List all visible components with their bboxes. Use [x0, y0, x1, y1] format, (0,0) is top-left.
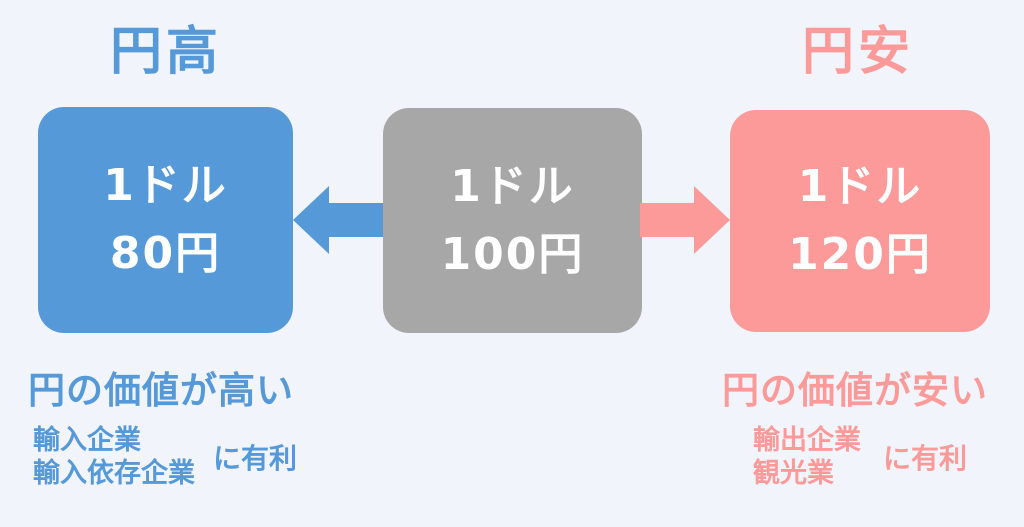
arrow-left-icon [293, 186, 383, 254]
yen-low-rate-line2: 120円 [788, 229, 932, 280]
yen-low-beneficiary-2: 観光業 [753, 458, 834, 489]
yen-high-title: 円高 [109, 22, 222, 82]
yen-high-rate-line1: 1ドル [103, 160, 228, 211]
yen-low-beneficiary-1: 輸出企業 [753, 425, 861, 456]
yen-low-beneficiaries: 輸出企業 観光業 に有利 [753, 424, 967, 490]
yen-low-beneficiary-list: 輸出企業 観光業 [753, 424, 861, 490]
yen-low-beneficiary-suffix: に有利 [883, 442, 968, 475]
yen-high-caption: 円の価値が高い [28, 369, 294, 412]
base-rate-box: 1ドル 100円 [383, 108, 642, 333]
yen-high-beneficiary-1: 輸入企業 [33, 425, 141, 456]
yen-high-beneficiary-suffix: に有利 [213, 442, 298, 475]
yen-high-rate-line2: 80円 [109, 228, 222, 279]
yen-high-beneficiaries: 輸入企業 輸入依存企業 に有利 [33, 424, 297, 490]
yen-high-rate-box: 1ドル 80円 [38, 107, 293, 333]
yen-low-rate-line1: 1ドル [797, 161, 923, 212]
yen-low-title: 円安 [801, 22, 914, 82]
base-rate-line2: 100円 [440, 228, 585, 280]
yen-high-beneficiary-list: 輸入企業 輸入依存企業 [33, 424, 195, 490]
base-rate-line1: 1ドル [450, 160, 575, 212]
yen-low-caption: 円の価値が安い [722, 369, 988, 412]
arrow-right-icon [640, 186, 730, 254]
yen-high-beneficiary-2: 輸入依存企業 [33, 458, 195, 489]
yen-low-rate-box: 1ドル 120円 [730, 110, 990, 332]
